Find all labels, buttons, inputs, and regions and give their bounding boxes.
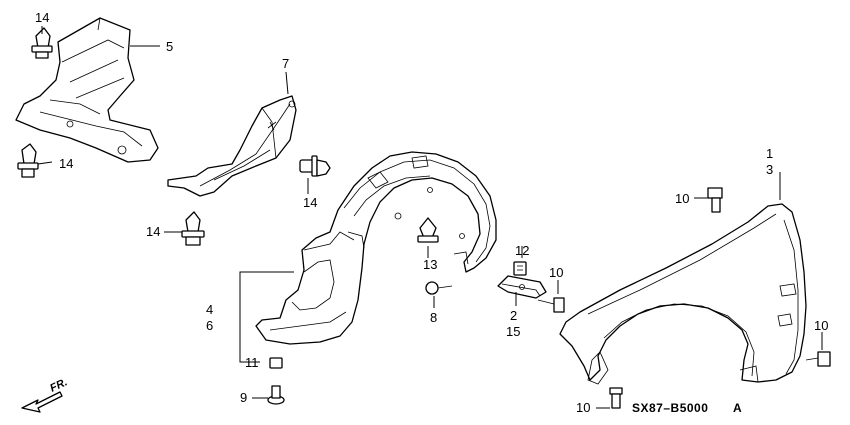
bolt-10-d [609, 387, 623, 409]
clip-part-13 [417, 217, 439, 243]
callout-2: 2 [510, 308, 517, 323]
fender-bracket-part-2-15 [497, 275, 547, 299]
callout-8: 8 [430, 310, 437, 325]
direction-label: FR. [48, 376, 69, 394]
callout-4: 4 [206, 302, 213, 317]
callout-11: 11 [245, 355, 259, 370]
callout-14: 14 [35, 10, 49, 25]
screw-part-9 [267, 385, 285, 405]
callout-10: 10 [814, 318, 828, 333]
callout-13: 13 [423, 257, 437, 272]
inner-fender-liner-part-4-6 [255, 151, 497, 345]
leader-lines [37, 26, 823, 409]
front-direction-arrow: FR. [21, 376, 69, 413]
bolt-10-b [537, 297, 565, 313]
diagram-code: SX87–B5000 [632, 401, 708, 415]
callout-14: 14 [303, 195, 317, 210]
callout-9: 9 [240, 390, 247, 405]
shield-part-7 [167, 95, 297, 197]
callout-15: 15 [506, 324, 520, 339]
push-clip-14-c [299, 155, 331, 177]
splash-shield-part-5 [15, 17, 159, 163]
screw-part-8 [425, 281, 453, 295]
push-clip-14-d [181, 211, 205, 246]
clip-nut-part-12 [513, 261, 527, 276]
revision-letter: A [733, 401, 742, 415]
bolt-10-a [707, 187, 723, 213]
callout-1: 1 [766, 146, 773, 161]
callout-14: 14 [59, 156, 73, 171]
push-clip-14-b [17, 143, 39, 178]
callout-7: 7 [282, 56, 289, 71]
bolt-10-c [805, 351, 831, 367]
callout-14: 14 [146, 224, 160, 239]
front-fender-part-1-3 [559, 203, 807, 385]
callout-5: 5 [166, 39, 173, 54]
clip-part-11 [269, 357, 283, 369]
callout-3: 3 [766, 162, 773, 177]
push-clip-14-a [31, 27, 53, 59]
callout-10: 10 [549, 265, 563, 280]
callout-12: 12 [515, 243, 529, 258]
callout-10: 10 [576, 400, 590, 415]
callout-10: 10 [675, 191, 689, 206]
callout-6: 6 [206, 318, 213, 333]
